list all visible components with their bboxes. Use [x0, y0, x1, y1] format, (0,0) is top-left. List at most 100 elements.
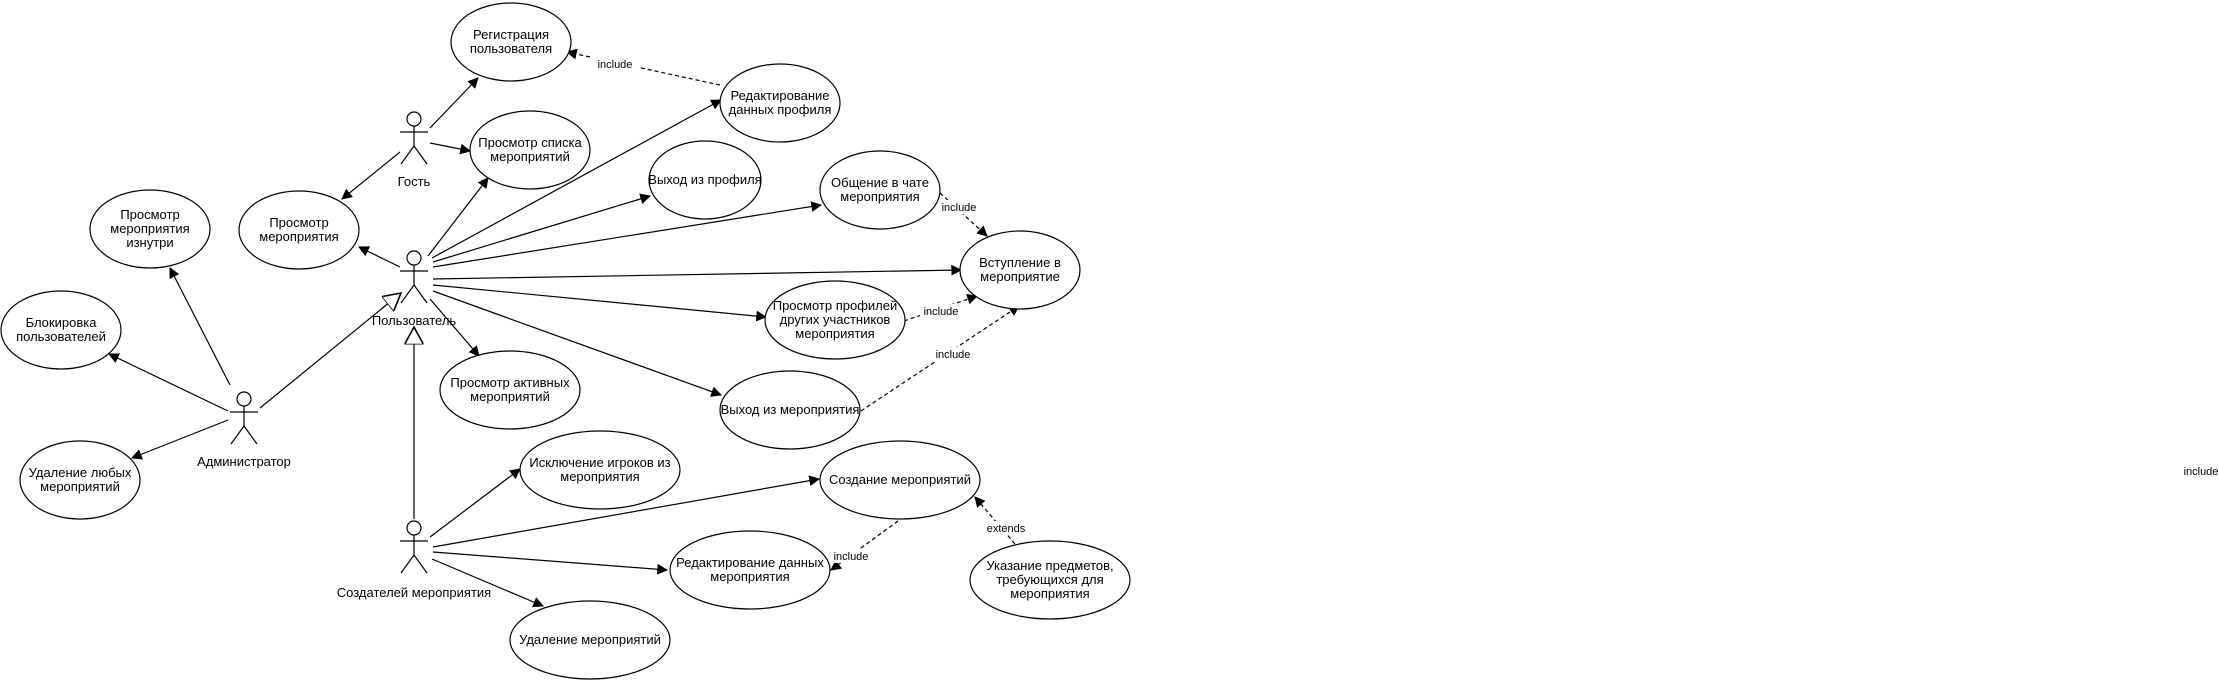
usecase-ellipse — [719, 370, 861, 450]
include-chat-join — [939, 192, 988, 237]
edge-labels: include include include include include … — [592, 57, 2218, 563]
usecase-label-line: Редактирование данных — [676, 555, 824, 570]
include-label-view-profiles: include — [924, 306, 959, 318]
usecase-ellipse — [819, 440, 981, 520]
actor-admin: Администратор — [197, 391, 291, 469]
stray-include-label: include — [2184, 466, 2219, 478]
usecase-label-line: других участников — [780, 312, 891, 327]
usecase-label-line: мероприятия — [110, 221, 189, 236]
usecase-label-line: Регистрация — [473, 27, 549, 42]
usecase-label-line: мероприятия — [710, 569, 789, 584]
edge-creator-edit-event — [432, 551, 669, 575]
usecase-label-line: Исключение игроков из — [529, 455, 670, 470]
extends-items-create — [974, 496, 1016, 545]
edge-user-logout — [432, 193, 652, 263]
usecase-label-line: мероприятия — [840, 189, 919, 204]
edge-user-join — [432, 264, 963, 280]
edge-creator-delete-event — [431, 558, 544, 608]
actor-guest: Гость — [398, 111, 431, 189]
usecase-label-line: Указание предметов, — [986, 558, 1113, 573]
edge-user-edit-profile — [431, 99, 722, 259]
usecase-label-line: мероприятий — [490, 149, 570, 164]
usecase-ellipse — [439, 350, 581, 430]
edge-user-view-list — [427, 177, 489, 257]
edge-creator-kick — [429, 468, 521, 538]
include-label-chat: include — [942, 202, 977, 214]
usecase-ellipse — [764, 280, 906, 360]
actor-figure-part — [236, 391, 252, 407]
usecase-label-line: мероприятия — [259, 229, 338, 244]
usecase-label-line: Выход из мероприятия — [721, 402, 860, 417]
actor-figure-part — [400, 284, 415, 304]
association-lines — [108, 77, 963, 608]
edge-admin-block — [108, 353, 229, 412]
include-edit-profile-registration — [565, 48, 721, 86]
usecase-ellipse — [238, 190, 360, 270]
usecase-label-line: мероприятий — [40, 479, 120, 494]
usecase-label-line: Просмотр профилей — [773, 298, 898, 313]
usecase-label-line: изнутри — [126, 235, 173, 250]
usecase-label-line: Просмотр — [120, 207, 179, 222]
actor-figure-part — [413, 284, 428, 304]
actor-label-creator: Создателей мероприятия — [337, 585, 491, 600]
usecase-create: Создание мероприятий — [819, 440, 981, 520]
usecase-label-line: Выход из профиля — [648, 172, 761, 187]
usecase-label-line: Редактирование — [730, 88, 829, 103]
actor-figure-part — [413, 554, 428, 574]
usecase-ellipse — [969, 540, 1131, 620]
usecase-ellipse — [519, 430, 681, 510]
extends-label-items: extends — [987, 523, 1026, 535]
usecase-leave: Выход из мероприятия — [719, 370, 861, 450]
edge-user-view-event — [358, 246, 401, 268]
actor-figure-part — [406, 250, 422, 266]
actor-creator: Создателей мероприятия — [337, 520, 491, 600]
actor-figure-part — [413, 145, 428, 165]
include-label-edit-event: include — [834, 551, 869, 563]
usecase-items: Указание предметов,требующихся длямеропр… — [969, 540, 1131, 620]
usecase-label-line: Блокировка — [26, 315, 98, 330]
usecase-label-line: мероприятие — [980, 269, 1060, 284]
actor-figure-part — [400, 145, 415, 165]
usecase-label-line: пользователя — [470, 41, 552, 56]
edge-user-chat — [432, 201, 823, 268]
actor-label-user: Пользователь — [372, 313, 457, 328]
usecase-label-line: мероприятия — [1010, 586, 1089, 601]
usecase-label-line: мероприятия — [560, 469, 639, 484]
usecase-ellipse — [19, 440, 141, 520]
edge-admin-view-inside — [169, 267, 231, 386]
usecase-label-line: пользователей — [16, 329, 106, 344]
usecase-logout: Выход из профиля — [648, 140, 762, 220]
usecase-label-line: данных профиля — [729, 102, 832, 117]
actor-label-guest: Гость — [398, 174, 431, 189]
edge-creator-create — [432, 475, 821, 548]
actor-label-admin: Администратор — [197, 454, 291, 469]
usecase-label-line: Просмотр списка — [478, 135, 582, 150]
actor-figure-part — [406, 520, 422, 536]
usecase-ellipse — [669, 530, 831, 610]
include-label-leave: include — [936, 349, 971, 361]
generalization-admin-user — [259, 293, 401, 409]
usecase-ellipse — [0, 290, 122, 370]
actor-figure-part — [243, 425, 258, 445]
usecase-ellipse — [648, 140, 762, 220]
usecase-label-line: Создание мероприятий — [829, 472, 971, 487]
actors: ГостьПользовательАдминистраторСоздателей… — [197, 111, 491, 600]
usecase-delete-event: Удаление мероприятий — [509, 600, 671, 680]
usecase-label-line: Просмотр активных — [450, 375, 570, 390]
actor-figure-part — [230, 425, 245, 445]
edge-admin-delete-any — [130, 419, 229, 460]
usecase-ellipse — [819, 150, 941, 230]
usecase-ellipse — [959, 230, 1081, 310]
edge-user-leave — [432, 290, 723, 397]
usecase-ellipse — [469, 110, 591, 190]
